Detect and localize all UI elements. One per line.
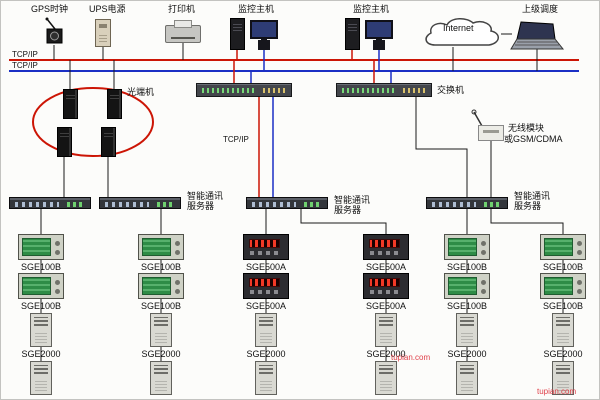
- device-label: SGE100B: [446, 262, 488, 272]
- comm-server-icon: [99, 197, 181, 209]
- device-label: SGE2000: [447, 349, 487, 359]
- comm-server-label: 智能通讯 服务器: [514, 191, 550, 211]
- printer-label: 打印机: [168, 4, 196, 14]
- host2-tower-icon: [345, 18, 360, 50]
- bus-label-tcpip-red: TCP/IP: [12, 50, 38, 59]
- device-label: SGE2000: [366, 349, 406, 359]
- device-label: SGE500A: [245, 301, 287, 311]
- meter-sge500a-icon: [243, 273, 289, 299]
- comm-server-label-line1: 智能通讯: [187, 191, 224, 201]
- device-label: SGE100B: [542, 301, 584, 311]
- comm-server-label-line2: 服务器: [187, 201, 215, 211]
- tower-sge2000-icon: [255, 361, 277, 395]
- wireless-label-line2: 或GSM/CDMA: [504, 134, 563, 144]
- device-label: SGE100B: [20, 301, 62, 311]
- wireless-antenna-icon: [471, 109, 483, 127]
- tower-sge2000-icon: [150, 313, 172, 347]
- meter-sge100b-icon: [18, 234, 64, 260]
- tower-sge2000-icon: [375, 313, 397, 347]
- printer-icon: [165, 20, 201, 43]
- tower-sge2000-icon: [30, 361, 52, 395]
- watermark: tupian.com: [391, 353, 431, 362]
- meter-sge500a-icon: [363, 234, 409, 260]
- tower-sge2000-icon: [552, 313, 574, 347]
- mid-tcpip-label: TCP/IP: [223, 135, 249, 144]
- watermark: tupian.com: [537, 387, 577, 396]
- host1-label: 监控主机: [238, 4, 275, 14]
- comm-server-label: 智能通讯 服务器: [334, 195, 370, 215]
- tower-sge2000-icon: [30, 313, 52, 347]
- meter-sge500a-icon: [363, 273, 409, 299]
- tower-sge2000-icon: [456, 313, 478, 347]
- gps-clock-icon: [45, 17, 63, 44]
- tower-sge2000-icon: [375, 361, 397, 395]
- dispatch-label: 上级调度: [522, 4, 559, 14]
- ups-icon: [95, 19, 111, 47]
- device-label: SGE2000: [141, 349, 181, 359]
- comm-server-label-line2: 服务器: [334, 205, 362, 215]
- wireless-module-icon: [478, 125, 504, 141]
- comm-server-label-line1: 智能通讯: [334, 195, 371, 205]
- meter-sge100b-icon: [540, 234, 586, 260]
- comm-server-icon: [9, 197, 91, 209]
- comm-server-icon: [426, 197, 508, 209]
- meter-sge100b-icon: [138, 234, 184, 260]
- wireless-label-line1: 无线模块: [508, 123, 545, 133]
- meter-sge100b-icon: [138, 273, 184, 299]
- device-label: SGE100B: [20, 262, 62, 272]
- meter-sge100b-icon: [444, 234, 490, 260]
- optical-terminal-icon: [101, 127, 116, 157]
- internet-cloud: [425, 18, 499, 46]
- optical-terminal-icon: [63, 89, 78, 119]
- comm-server-label-line2: 服务器: [514, 201, 542, 211]
- tower-sge2000-icon: [150, 361, 172, 395]
- device-label: SGE100B: [140, 262, 182, 272]
- ups-label: UPS电源: [89, 4, 126, 14]
- host1-monitor-icon: [250, 20, 278, 47]
- ethernet-switch-icon: [196, 83, 292, 97]
- host2-label: 监控主机: [353, 4, 390, 14]
- device-label: SGE100B: [446, 301, 488, 311]
- device-label: SGE2000: [21, 349, 61, 359]
- tower-sge2000-icon: [456, 361, 478, 395]
- meter-sge100b-icon: [18, 273, 64, 299]
- device-label: SGE100B: [140, 301, 182, 311]
- gps-clock-label: GPS时钟: [31, 4, 69, 14]
- comm-server-label: 智能通讯 服务器: [187, 191, 223, 211]
- meter-sge100b-icon: [540, 273, 586, 299]
- device-label: SGE500A: [365, 262, 407, 272]
- switch-label: 交换机: [437, 85, 465, 95]
- optical-terminal-icon: [107, 89, 122, 119]
- device-label: SGE500A: [365, 301, 407, 311]
- device-label: SGE100B: [542, 262, 584, 272]
- optical-terminal-label: 光端机: [127, 87, 155, 97]
- device-label: SGE500A: [245, 262, 287, 272]
- tower-sge2000-icon: [552, 361, 574, 395]
- host2-monitor-icon: [365, 20, 393, 47]
- ethernet-switch-icon: [336, 83, 432, 97]
- meter-sge500a-icon: [243, 234, 289, 260]
- host1-tower-icon: [230, 18, 245, 50]
- internet-label: Internet: [443, 23, 474, 33]
- laptop-icon: [510, 21, 565, 50]
- meter-sge100b-icon: [444, 273, 490, 299]
- device-label: SGE2000: [543, 349, 583, 359]
- bus-label-tcpip-blue: TCP/IP: [12, 61, 38, 70]
- comm-server-icon: [246, 197, 328, 209]
- device-label: SGE2000: [246, 349, 286, 359]
- tower-sge2000-icon: [255, 313, 277, 347]
- optical-terminal-icon: [57, 127, 72, 157]
- comm-server-label-line1: 智能通讯: [514, 191, 551, 201]
